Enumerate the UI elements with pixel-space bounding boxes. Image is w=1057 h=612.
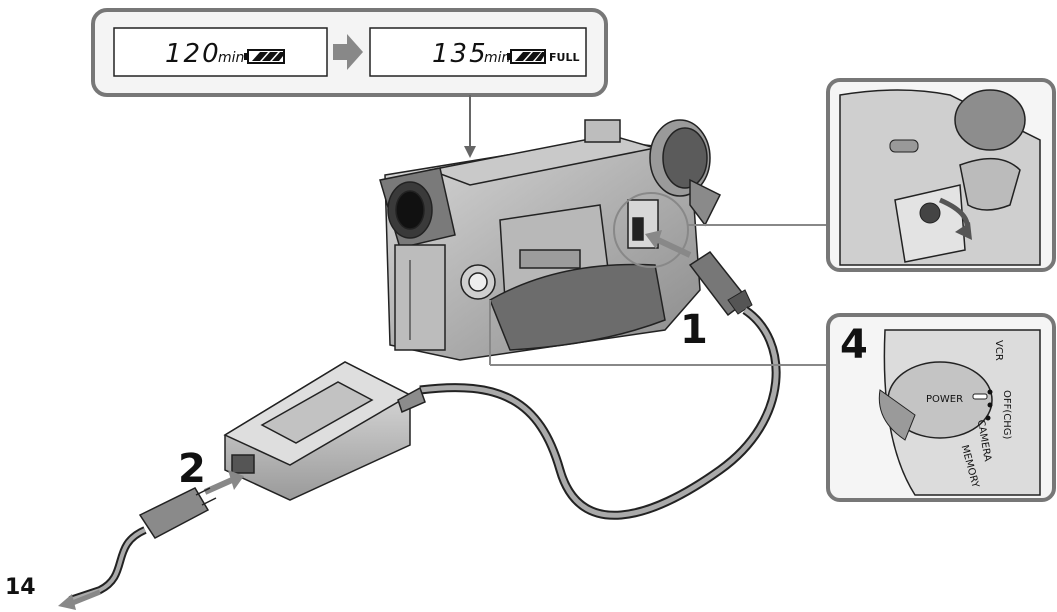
step-4-label: 4: [840, 322, 868, 368]
mains-plug: [138, 487, 217, 539]
step-1-label: 1: [680, 307, 708, 353]
insert-arrow-2: [203, 470, 244, 495]
display-before-unit: min: [218, 50, 244, 66]
display-arrow-icon: [333, 34, 363, 70]
inset-power-dial: POWER VCR OFF(CHG) CAMERA MEMORY: [489, 300, 1056, 502]
display-before: 120 min: [113, 27, 328, 77]
dial-position-vcr: VCR: [993, 340, 1004, 361]
dc-in-highlight: [613, 192, 689, 268]
display-after-value: 135: [432, 39, 488, 69]
battery-icon: [244, 49, 285, 64]
insert-arrow-1: [645, 230, 692, 258]
inset-dc-jack: [826, 78, 1056, 272]
page-reference: 14: [5, 575, 36, 600]
dial-position-off: OFF(CHG): [1001, 390, 1012, 440]
dc-plug: [688, 250, 753, 317]
display-after-unit: min: [484, 50, 510, 66]
ac-adapter: [223, 361, 426, 501]
step-2-label: 2: [178, 446, 206, 492]
panel-pointer-arrow: [464, 95, 476, 158]
page-ref-arrow: [58, 589, 101, 610]
mains-cable: [68, 526, 147, 604]
power-label: POWER: [926, 394, 963, 405]
display-full-label: FULL: [549, 51, 579, 64]
battery-display-panel: 120 min 135 min FULL: [91, 8, 608, 97]
camcorder: [379, 119, 722, 361]
display-after: 135 min FULL: [369, 27, 587, 77]
display-before-value: 120: [165, 39, 221, 69]
battery-icon: [507, 49, 546, 64]
